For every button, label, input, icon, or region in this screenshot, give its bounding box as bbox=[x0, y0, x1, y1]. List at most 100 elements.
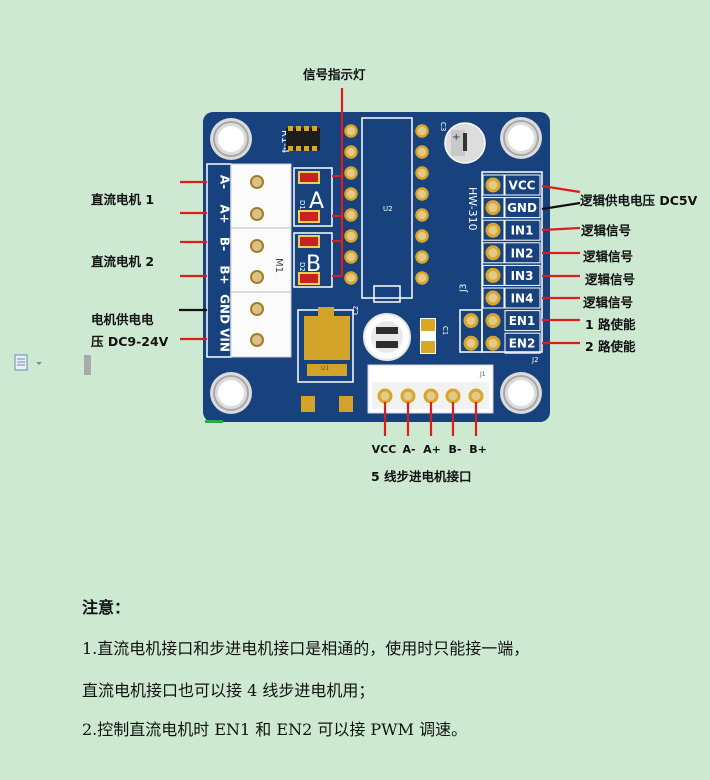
enable-2-label: 2 路使能 bbox=[585, 339, 636, 354]
signal-led-a: A D1 bbox=[293, 167, 333, 227]
silk-c2-label: C2 bbox=[352, 306, 360, 315]
mounting-hole bbox=[210, 372, 252, 414]
ic-pad bbox=[415, 145, 429, 159]
stepper-pin-label: VCC bbox=[372, 443, 397, 456]
logic-signal-2-label: 逻辑信号 bbox=[583, 249, 634, 264]
resistor-array bbox=[286, 126, 320, 151]
ic-pad bbox=[415, 250, 429, 264]
stepper-pin-label: A+ bbox=[423, 443, 441, 456]
capacitor-c3: C3 + bbox=[439, 122, 486, 164]
signal-led-label: 信号指示灯 bbox=[303, 67, 366, 82]
header-pin-label: EN1 bbox=[509, 314, 536, 328]
header-pin-label: VCC bbox=[509, 179, 536, 193]
logic-power-label: 逻辑供电电压 DC5V bbox=[580, 193, 698, 208]
ic-pad bbox=[344, 145, 358, 159]
header-pin-outline bbox=[482, 242, 505, 264]
mounting-hole bbox=[500, 372, 542, 414]
ic-pad bbox=[415, 208, 429, 222]
motor-power-label-line2: 压 DC9-24V bbox=[91, 334, 169, 349]
logic-signal-3-label: 逻辑信号 bbox=[585, 272, 636, 287]
logic-signal-4-label: 逻辑信号 bbox=[583, 295, 634, 310]
header-pad bbox=[485, 200, 501, 216]
header-pin-box bbox=[504, 287, 541, 309]
stepper-pin-label: B- bbox=[449, 443, 462, 456]
header-pin-label: IN3 bbox=[511, 269, 534, 283]
notes-line-1: 1.直流电机接口和步进电机接口是相通的，使用时只能接一端， bbox=[82, 639, 530, 658]
ic-pad bbox=[344, 271, 358, 285]
silk-j2-label: J2 bbox=[531, 356, 539, 364]
led-b-letter: B bbox=[306, 252, 321, 277]
ic-pad bbox=[344, 187, 358, 201]
silk-c1-label: C1 bbox=[441, 326, 449, 335]
paste-options-icon[interactable] bbox=[14, 354, 48, 376]
notes-line-3: 2.控制直流电机时 EN1 和 EN2 可以接 PWM 调速。 bbox=[82, 720, 468, 739]
silk-r-label: R1-4 bbox=[279, 130, 290, 153]
callout-line bbox=[541, 226, 581, 232]
silk-model-label: HW-310 bbox=[466, 187, 479, 231]
silk-j3-label: J3 bbox=[459, 284, 469, 293]
callout-line bbox=[541, 184, 581, 194]
terminal-label: A- bbox=[218, 175, 232, 189]
header-pad bbox=[485, 313, 501, 329]
header-pin-outline bbox=[482, 197, 505, 219]
ic-pad bbox=[344, 124, 358, 138]
ic-pad bbox=[344, 208, 358, 222]
terminal-label: A+ bbox=[218, 204, 232, 223]
header-pin-label: IN1 bbox=[511, 224, 534, 238]
j1-pad bbox=[400, 388, 416, 404]
silk-m1-label: M1 bbox=[273, 258, 284, 273]
ic-pad bbox=[415, 271, 429, 285]
svg-text:+: + bbox=[452, 132, 460, 143]
silk-u1-label: U1 bbox=[321, 365, 329, 372]
header-pin-box bbox=[504, 310, 541, 332]
header-pin-label: EN2 bbox=[509, 337, 536, 351]
led-a-letter: A bbox=[309, 189, 324, 214]
j1-pad bbox=[468, 388, 484, 404]
silk-d1-label: D1 bbox=[298, 200, 306, 210]
header-pin-box bbox=[504, 197, 541, 219]
regulator-u1: U1 bbox=[297, 307, 354, 412]
pin-header: J3 J2 bbox=[459, 171, 543, 364]
header-pad bbox=[463, 313, 479, 329]
silk-j1-label: J1 bbox=[479, 371, 486, 378]
terminal-label: B- bbox=[218, 237, 232, 251]
ic-pad bbox=[344, 250, 358, 264]
header-pad bbox=[485, 335, 501, 351]
mounting-hole bbox=[210, 118, 252, 160]
mounting-hole bbox=[500, 117, 542, 159]
header-pin-outline bbox=[482, 287, 505, 309]
header-pin-outline bbox=[482, 174, 505, 196]
text-cursor bbox=[84, 355, 91, 375]
ic-pad bbox=[415, 166, 429, 180]
terminal-label: GND bbox=[218, 294, 232, 324]
gnd-callout-line bbox=[541, 201, 581, 211]
silk-u2-label: U2 bbox=[383, 205, 393, 213]
header-pin-box bbox=[504, 219, 541, 241]
header-pad bbox=[463, 335, 479, 351]
header-pad bbox=[485, 222, 501, 238]
silk-d2-label: D2 bbox=[298, 262, 306, 272]
header-pad bbox=[485, 177, 501, 193]
header-pin-outline bbox=[482, 264, 505, 286]
header-pin-outline bbox=[482, 219, 505, 241]
signal-led-b: B D2 bbox=[293, 232, 333, 288]
header-pad bbox=[485, 267, 501, 283]
notes-title: 注意： bbox=[82, 598, 131, 617]
header-pin-box bbox=[504, 174, 541, 196]
ic-pad bbox=[415, 124, 429, 138]
ic-pad bbox=[415, 229, 429, 243]
j1-pad bbox=[445, 388, 461, 404]
logic-signal-1-label: 逻辑信号 bbox=[581, 223, 632, 238]
terminal-label: B+ bbox=[218, 265, 232, 284]
dc-motor-2-label: 直流电机 2 bbox=[91, 254, 155, 269]
terminal-label: VIN bbox=[218, 328, 232, 352]
ic-pad bbox=[344, 166, 358, 180]
header-pin-box bbox=[504, 264, 541, 286]
stepper-pin-label: B+ bbox=[469, 443, 487, 456]
ic-pad bbox=[415, 187, 429, 201]
header-pin-label: GND bbox=[507, 201, 537, 215]
header-pin-label: IN2 bbox=[511, 246, 534, 260]
ic-u2-outline: U2 bbox=[361, 117, 413, 303]
capacitor-c2-electrolytic: C2 bbox=[352, 306, 411, 361]
